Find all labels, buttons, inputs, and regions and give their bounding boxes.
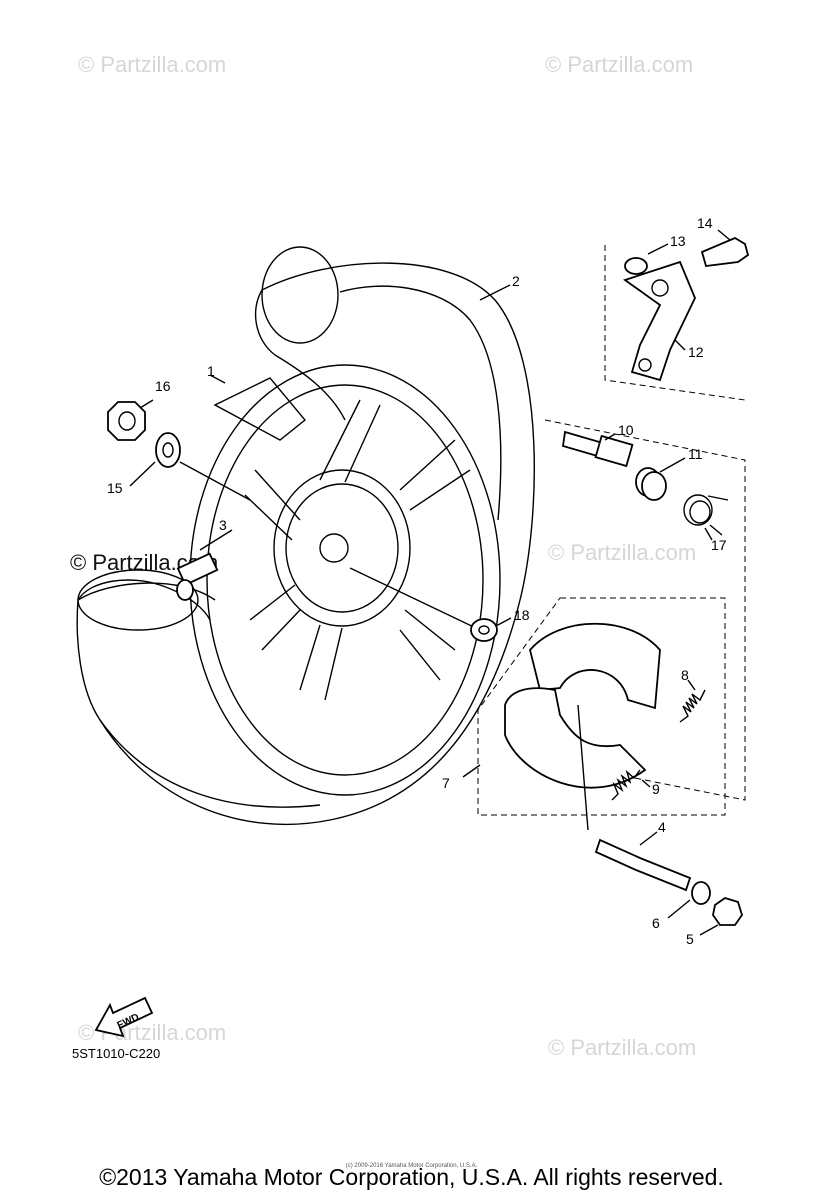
part-1-tube (213, 377, 306, 441)
callout-12: 12 (688, 344, 704, 360)
callout-2: 2 (512, 273, 520, 289)
watermark: © Partzilla.com (548, 1035, 696, 1060)
callout-15: 15 (107, 480, 123, 496)
callout-14: 14 (697, 215, 713, 231)
copyright-notice: ©2013 Yamaha Motor Corporation, U.S.A. A… (99, 1164, 724, 1190)
callout-17: 17 (711, 537, 727, 553)
callout-10: 10 (618, 422, 634, 438)
part-13-clip (624, 257, 648, 275)
callout-3: 3 (219, 517, 227, 533)
part-18-washer (470, 618, 498, 642)
callout-11: 11 (688, 446, 703, 462)
brake-cam-group-frame (544, 419, 746, 801)
diagram-code: 5ST1010-C220 (72, 1046, 161, 1061)
part-14-bolt (700, 236, 750, 267)
brake-shoe-group-frame (477, 597, 726, 816)
tire (76, 246, 535, 826)
part-11-orings (635, 467, 667, 501)
part-6-oring (691, 881, 711, 905)
rim (189, 364, 501, 796)
callout-13: 13 (670, 233, 686, 249)
part-17-spring (683, 494, 729, 536)
callout-6: 6 (652, 915, 660, 931)
part-5-nut (712, 897, 743, 926)
callout-5: 5 (686, 931, 694, 947)
fwd-arrow-icon: FWD (94, 996, 154, 1038)
part-12-lever (623, 260, 696, 382)
callout-16: 16 (155, 378, 171, 394)
callout-4: 4 (658, 819, 666, 835)
callout-9: 9 (652, 781, 660, 797)
part-4-shaft (577, 704, 692, 892)
tiny-notice: (c) 2009-2016 Yamaha Motor Corporation, … (345, 1163, 478, 1169)
part-10-camshaft (561, 430, 634, 468)
callout-7: 7 (442, 775, 450, 791)
watermark: © Partzilla.com (78, 52, 226, 77)
callout-18: 18 (514, 607, 530, 623)
part-3-axle (176, 552, 219, 601)
lever-group-frame (604, 245, 746, 401)
part-9-spring (611, 769, 641, 801)
callout-1: 1 (207, 363, 215, 379)
part-7-brake-shoes (504, 623, 661, 789)
part-16-nut (107, 401, 146, 441)
watermark: © Partzilla.com (548, 540, 696, 565)
watermark: © Partzilla.com (545, 52, 693, 77)
part-15-washer (155, 432, 181, 468)
part-8-spring (679, 689, 706, 723)
callout-8: 8 (681, 667, 689, 683)
